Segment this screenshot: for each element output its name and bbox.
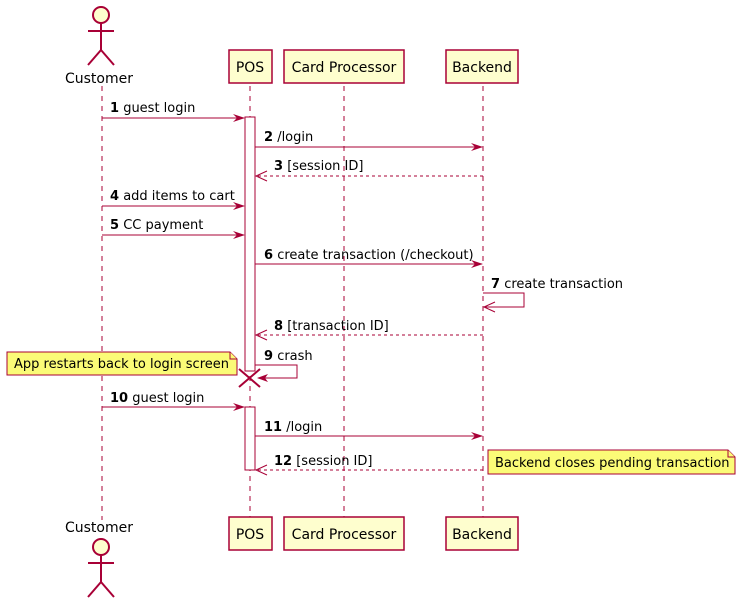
card-processor-box-bottom [283, 516, 405, 551]
note-backend-close: Backend closes pending transaction [487, 449, 736, 475]
svg-text:4 add items to cart: 4 add items to cart [110, 189, 235, 204]
backend-box-top [445, 49, 519, 84]
message-10: 10 guest login [102, 391, 245, 411]
svg-text:7 create transaction: 7 create transaction [491, 277, 623, 292]
svg-text:3 [session ID]: 3 [session ID] [274, 159, 363, 174]
activation-pos-2 [244, 406, 256, 471]
backend-label-bottom: Backend [452, 527, 512, 543]
customer-actor-bottom [87, 538, 115, 598]
message-3: 3 [session ID] [254, 159, 483, 182]
activation-pos-1 [244, 116, 256, 372]
message-7: 7 create transaction [482, 277, 623, 313]
customer-label-top: Customer [65, 71, 133, 87]
message-1: 1 guest login [102, 101, 245, 122]
svg-text:12 [session ID]: 12 [session ID] [274, 454, 372, 469]
customer-label-bottom: Customer [65, 520, 133, 536]
pos-label-bottom: POS [236, 527, 264, 543]
pos-box-bottom [228, 516, 273, 551]
svg-text:11 /login: 11 /login [264, 420, 322, 435]
svg-text:6 create transaction (/checkou: 6 create transaction (/checkout) [264, 248, 474, 263]
pos-label-top: POS [236, 60, 264, 76]
svg-text:App restarts back to login scr: App restarts back to login screen [14, 357, 229, 372]
svg-text:5 CC payment: 5 CC payment [110, 218, 203, 233]
note-app-restart: App restarts back to login screen [6, 351, 238, 376]
svg-text:Backend closes pending transac: Backend closes pending transaction [495, 456, 730, 471]
message-4: 4 add items to cart [102, 189, 245, 210]
card-processor-label-top: Card Processor [292, 60, 397, 76]
message-12: 12 [session ID] [254, 454, 483, 476]
customer-actor-top [87, 6, 115, 66]
message-9: 9 crash [255, 349, 313, 382]
card-processor-box-top [283, 49, 405, 84]
svg-text:1 guest login: 1 guest login [110, 101, 195, 116]
svg-text:10 guest login: 10 guest login [110, 391, 204, 406]
message-2: 2 /login [255, 130, 483, 151]
message-8: 8 [transaction ID] [254, 319, 483, 341]
svg-text:2 /login: 2 /login [264, 130, 313, 145]
backend-box-bottom [445, 516, 519, 551]
message-11: 11 /login [255, 420, 483, 440]
message-6: 6 create transaction (/checkout) [255, 248, 483, 268]
backend-label-top: Backend [452, 60, 512, 76]
card-processor-label-bottom: Card Processor [292, 527, 397, 543]
message-5: 5 CC payment [102, 218, 245, 239]
pos-box-top [228, 49, 273, 84]
destroy-marker [238, 368, 261, 388]
svg-text:8 [transaction ID]: 8 [transaction ID] [274, 319, 389, 334]
svg-text:9 crash: 9 crash [264, 349, 313, 364]
